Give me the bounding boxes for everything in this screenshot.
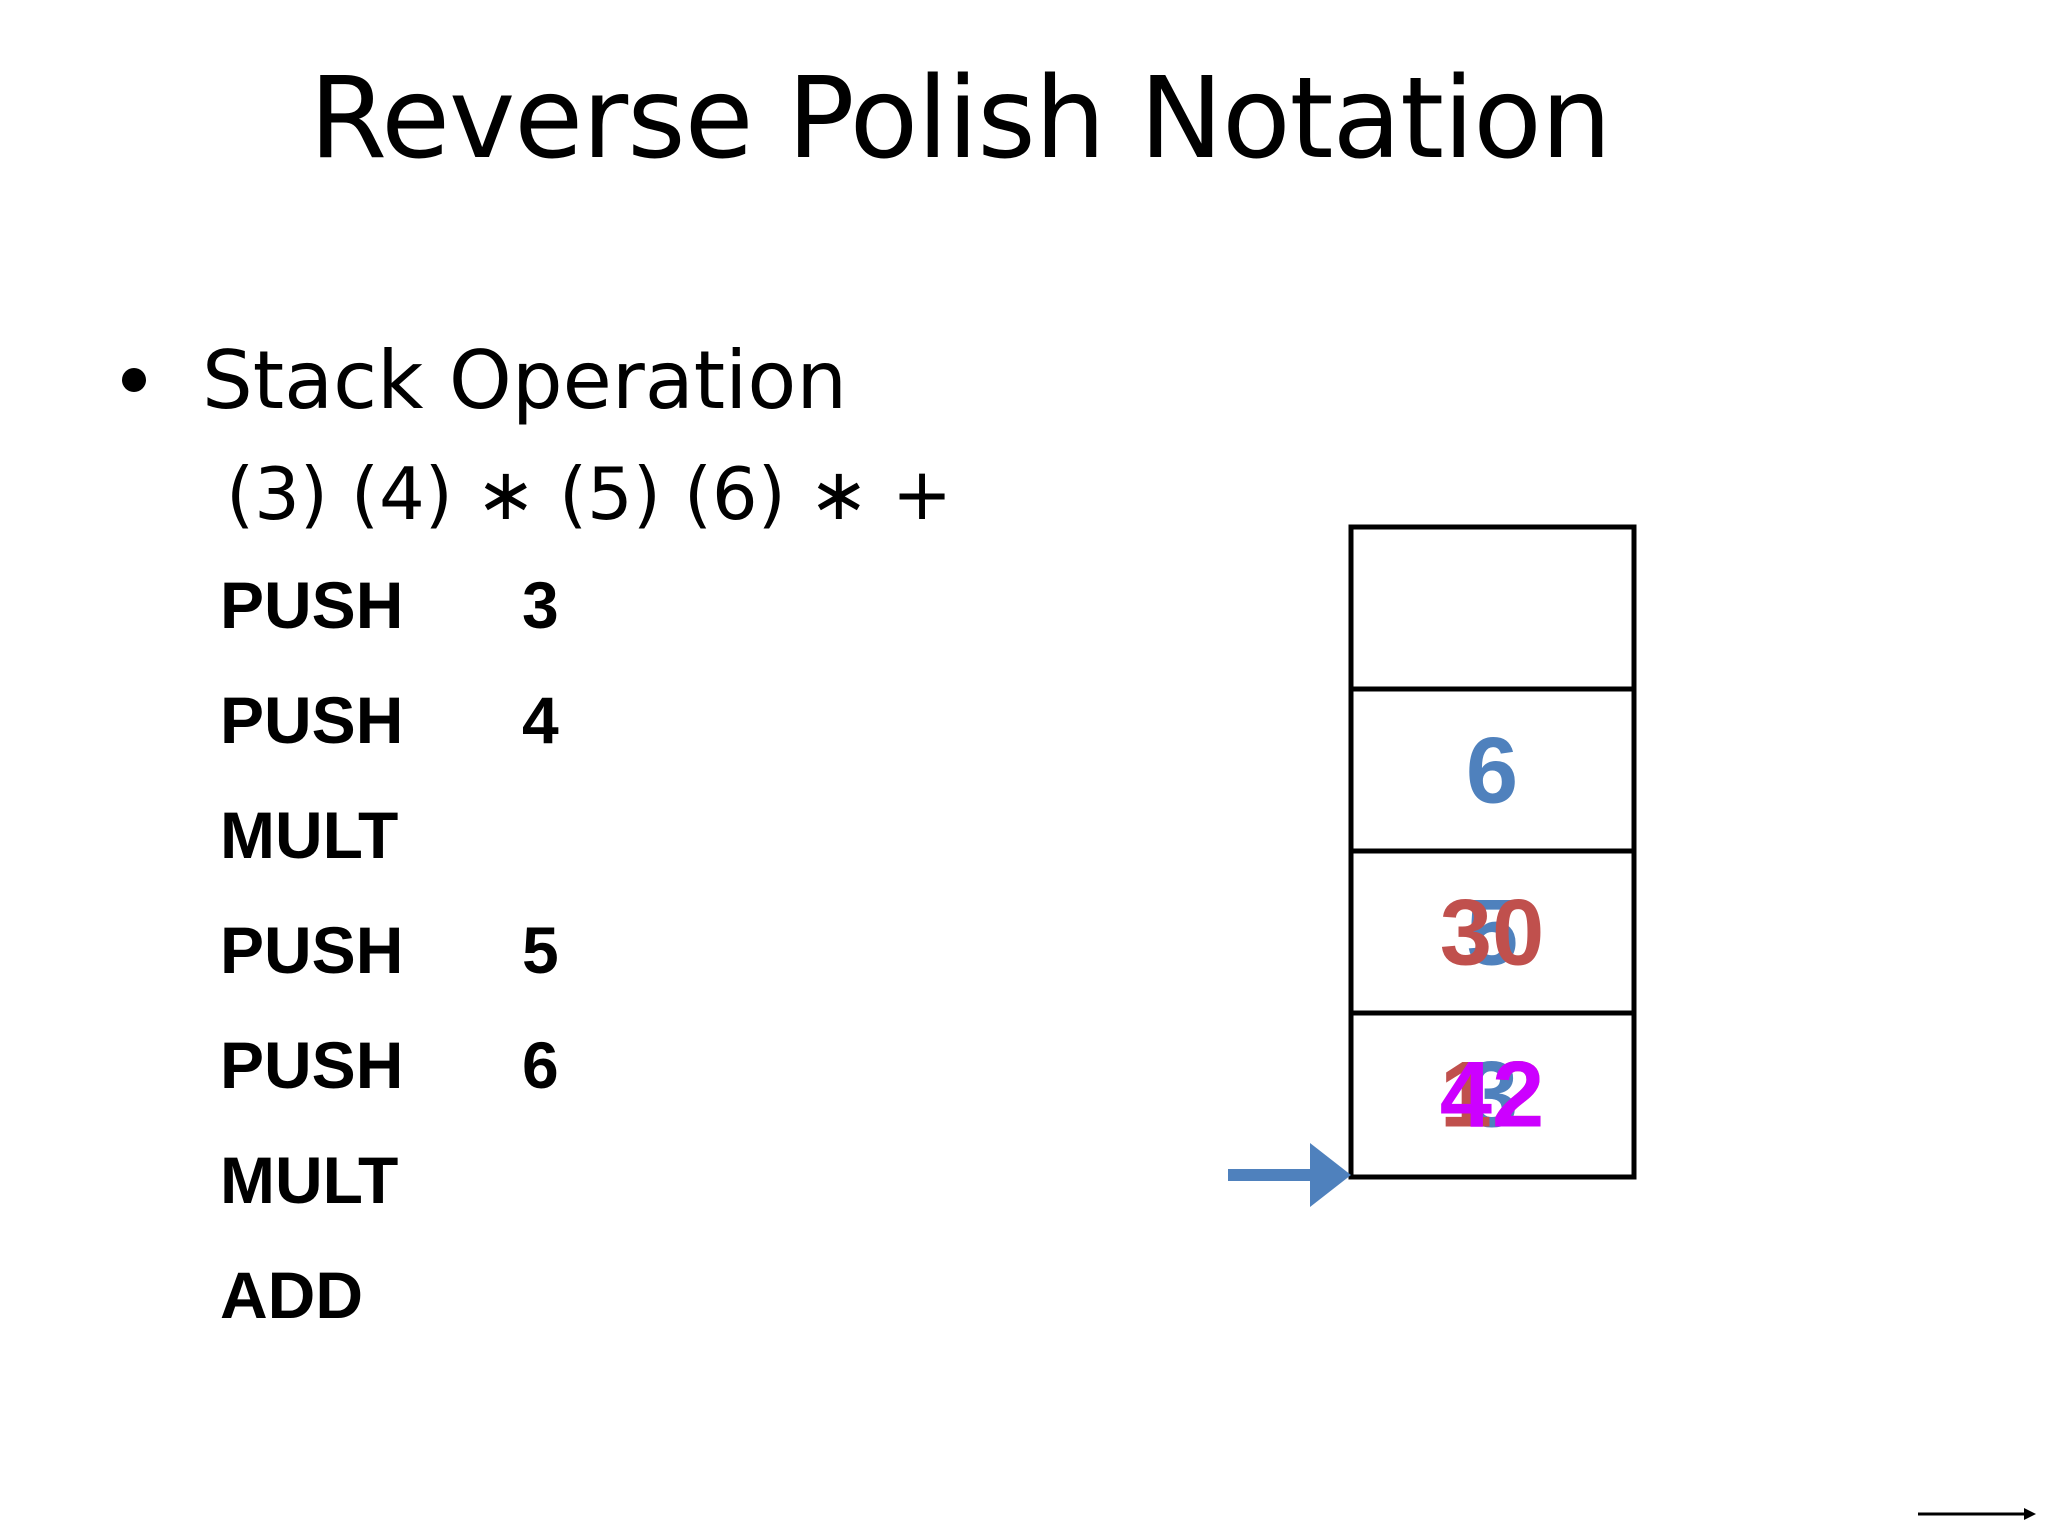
instruction-op: MULT	[220, 1143, 399, 1217]
instruction-op: MULT	[220, 798, 399, 872]
rpn-expression: (3) (4) ∗ (5) (6) ∗ +	[226, 452, 953, 536]
stack-slot-value: 5	[1466, 880, 1518, 985]
stack-slot-value: 12	[1440, 1042, 1545, 1147]
instruction-arg: 3	[522, 568, 559, 642]
stack-slot-value: 3	[1466, 1042, 1518, 1147]
bullet-item: Stack Operation	[122, 330, 847, 430]
instruction-arg: 6	[522, 1028, 559, 1102]
instruction-op: ADD	[220, 1258, 363, 1332]
stack-slot-value: 6	[1466, 718, 1518, 823]
instruction-op: PUSH	[220, 568, 404, 642]
instruction-arg: 5	[522, 913, 559, 987]
instruction-op: PUSH	[220, 683, 404, 757]
slide-title: Reverse Polish Notation	[309, 54, 1611, 184]
instruction-arg: 4	[522, 683, 559, 757]
instruction-op: PUSH	[220, 1028, 404, 1102]
stack-slot-value: 30	[1440, 880, 1545, 985]
bullet-dot	[122, 368, 146, 392]
stack-pointer-arrow	[1228, 1143, 1351, 1207]
instruction-op: PUSH	[220, 913, 404, 987]
stack-slot-value: 42	[1440, 1042, 1545, 1147]
bullet-text: Stack Operation	[202, 333, 848, 427]
